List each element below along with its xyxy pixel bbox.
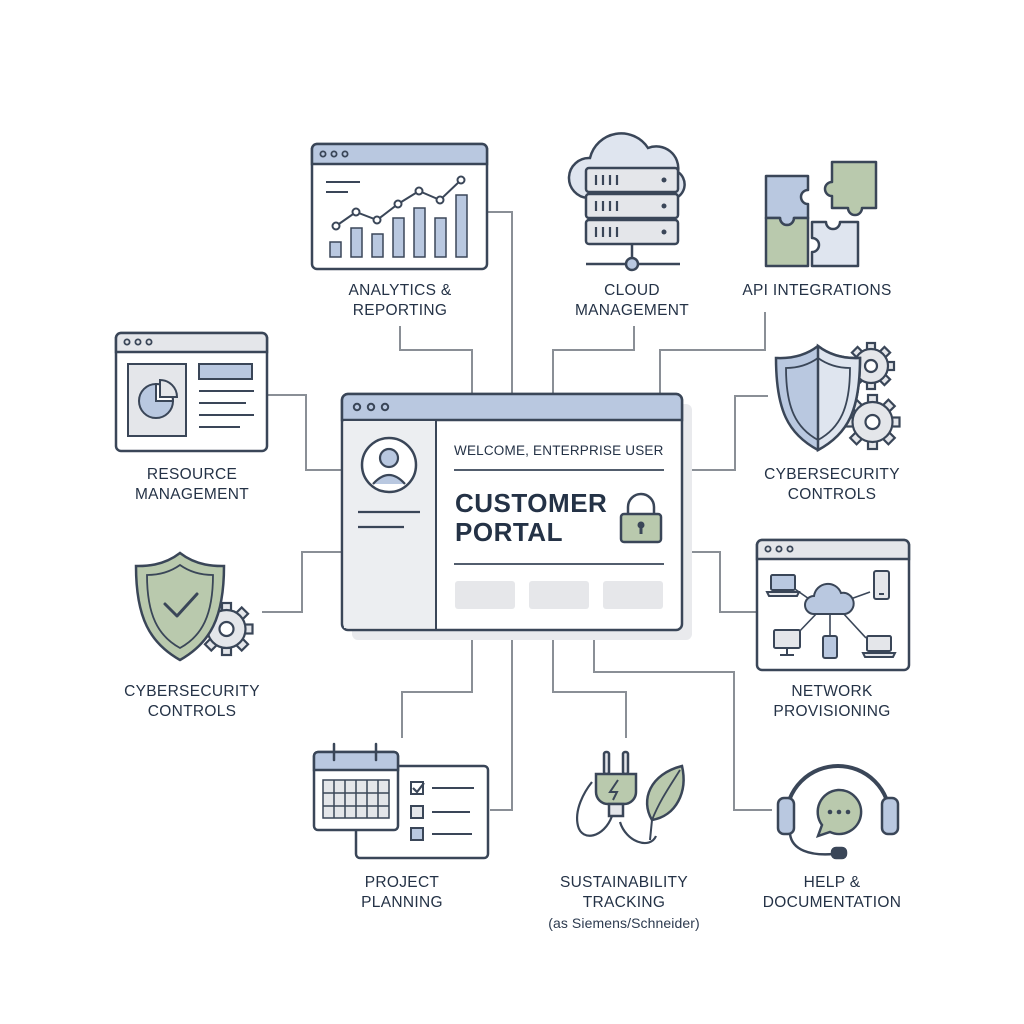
caption-line: ANALYTICS & (348, 282, 452, 299)
caption-project-planning: PROJECT PLANNING (312, 873, 492, 913)
caption-line: CYBERSECURITY (124, 683, 260, 700)
connector-project (401, 630, 473, 738)
caption-cybersecurity-left: CYBERSECURITY CONTROLS (102, 682, 282, 722)
connector-api (659, 312, 766, 395)
caption-line: HELP & (803, 874, 861, 891)
phone-icon (873, 570, 890, 600)
caption-network-provisioning: NETWORK PROVISIONING (742, 682, 922, 722)
caption-api-integrations: API INTEGRATIONS (722, 281, 912, 301)
shield-icon (774, 343, 862, 453)
caption-line: PROVISIONING (773, 703, 891, 720)
shield-gears-icon (774, 341, 901, 453)
caption-line: TRACKING (582, 894, 666, 911)
connector-project-right (490, 630, 513, 811)
caption-line: CYBERSECURITY (764, 466, 900, 483)
calendar-icon (312, 742, 400, 832)
connector-help (593, 630, 772, 811)
portal-greeting: WELCOME, ENTERPRISE USER (454, 443, 664, 458)
connector-resource (268, 394, 342, 471)
analytics-chart-icon (310, 142, 489, 271)
caption-line: NETWORK (791, 683, 873, 700)
sustainability-icon (576, 750, 685, 845)
portal-title-line2: PORTAL (455, 517, 563, 547)
caption-line: DOCUMENTATION (762, 894, 902, 911)
caption-sustainability-tracking: SUSTAINABILITY TRACKING (as Siemens/Schn… (514, 873, 734, 933)
caption-cloud-management: CLOUD MANAGEMENT (542, 281, 722, 321)
caption-line: REPORTING (352, 302, 448, 319)
chat-bubble-icon (815, 788, 863, 839)
monitor-icon (773, 629, 801, 656)
laptop-icon (765, 574, 801, 597)
portal-action-button-1[interactable] (455, 581, 515, 609)
caption-cybersecurity-right: CYBERSECURITY CONTROLS (742, 465, 922, 505)
lock-icon (619, 492, 663, 544)
caption-line: MANAGEMENT (574, 302, 690, 319)
caption-line: API INTEGRATIONS (742, 282, 892, 299)
caption-line: PROJECT (364, 874, 440, 891)
caption-note: (as Siemens/Schneider) (548, 915, 700, 931)
window-controls (352, 402, 390, 412)
caption-help-documentation: HELP & DOCUMENTATION (732, 873, 932, 913)
portal-action-button-2[interactable] (529, 581, 589, 609)
caption-line: CLOUD (604, 282, 660, 299)
connector-cloud (552, 326, 635, 395)
caption-line: PLANNING (361, 894, 443, 911)
connector-security-left (262, 551, 342, 613)
caption-analytics-reporting: ANALYTICS & REPORTING (310, 281, 490, 321)
plug-icon (594, 750, 638, 818)
cloud-icon (804, 582, 855, 615)
connectors (262, 211, 772, 811)
connector-analytics-top (478, 211, 513, 395)
puzzle-pieces-icon (764, 160, 878, 268)
portal-action-button-3[interactable] (603, 581, 663, 609)
tablet-icon (822, 635, 838, 659)
caption-line: SUSTAINABILITY (560, 874, 688, 891)
laptop-icon (861, 635, 897, 658)
pie-chart-icon (138, 378, 179, 419)
leaf-icon (645, 764, 685, 841)
checkmark-icon (163, 592, 199, 618)
caption-line: MANAGEMENT (134, 486, 250, 503)
connector-network (682, 551, 758, 613)
caption-line: CONTROLS (147, 703, 237, 720)
shield-check-icon (134, 551, 254, 662)
user-avatar-icon (360, 436, 418, 494)
connector-sustainability (552, 630, 627, 738)
customer-portal-window: WELCOME, ENTERPRISE USER CUSTOMER PORTAL (340, 392, 692, 640)
network-window-icon (755, 538, 911, 672)
resource-window-icon (114, 331, 269, 453)
connector-security-right (682, 395, 768, 471)
caption-resource-management: RESOURCE MANAGEMENT (102, 465, 282, 505)
connector-analytics (399, 326, 473, 395)
headset-icon (776, 764, 900, 860)
caption-line: RESOURCE (146, 466, 238, 483)
caption-line: CONTROLS (787, 486, 877, 503)
portal-title-line1: CUSTOMER (455, 488, 607, 518)
project-planning-icon (312, 742, 490, 860)
cloud-server-icon (567, 132, 686, 272)
checklist-icon (410, 781, 474, 841)
